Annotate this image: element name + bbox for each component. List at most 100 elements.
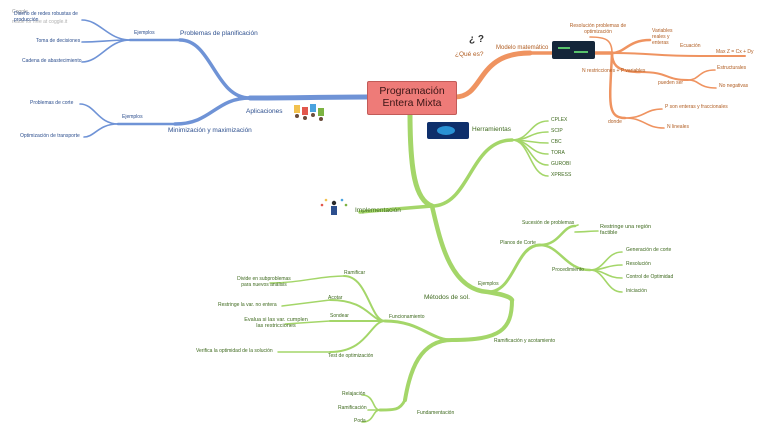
metodos-label[interactable]: Métodos de sol. — [424, 294, 470, 301]
max-label[interactable]: Max Z = Cx + Dy — [716, 49, 754, 55]
branch-problemas-corte — [79, 103, 119, 125]
implementacion-label[interactable]: Implementación — [355, 207, 401, 214]
acotar-desc-label[interactable]: Restringe la var. no entera — [218, 302, 277, 308]
branch-p-enteras — [624, 108, 663, 119]
branch-variables — [610, 38, 652, 55]
variables-label[interactable]: Variables reales y enteras — [652, 28, 680, 46]
branch-gurobi — [511, 139, 549, 166]
donde-label[interactable]: donde — [608, 119, 622, 125]
sondear-desc-label[interactable]: Evalua si las var. cumplen las restricci… — [242, 317, 310, 330]
relajacion-label[interactable]: Relajación — [342, 391, 366, 397]
restringe-text: Restringe una región factible — [600, 224, 652, 237]
branch-cadena — [81, 39, 131, 63]
tool-scip[interactable]: SCIP — [551, 128, 563, 134]
test-optimizacion-label[interactable]: Test de optimización — [328, 353, 374, 359]
modelo-label[interactable]: Modelo matemático — [496, 45, 549, 51]
branch-n-lineales — [624, 117, 665, 129]
cadena-abastecimiento-label[interactable]: Cadena de abastecimiento — [22, 58, 82, 64]
variables-text: Variables reales y enteras — [652, 28, 673, 46]
diseno-redes-label[interactable]: Diseño de redes robustas de producción — [14, 11, 84, 24]
procedimiento-label[interactable]: Procedimiento — [552, 267, 584, 273]
tool-gurobi[interactable]: GUROBI — [551, 161, 571, 167]
n-lineales-label[interactable]: N lineales — [667, 124, 689, 130]
tool-tora[interactable]: TORA — [551, 150, 565, 156]
metodos-ejemplos-label[interactable]: Ejemplos — [478, 281, 499, 287]
fundamentacion-label[interactable]: Fundamentación — [417, 410, 455, 416]
branch-funcionamiento — [383, 319, 454, 342]
branch-transporte — [83, 123, 119, 138]
estructurales-label[interactable]: Estructurales — [717, 65, 747, 71]
branch-ramificar-desc — [269, 275, 345, 284]
iniciacion-label[interactable]: Iniciación — [626, 288, 647, 294]
funcionamiento-label[interactable]: Funcionamiento — [389, 314, 425, 320]
branch-resolucion-paso — [589, 264, 623, 271]
ramificacion-f-label[interactable]: Ramificación — [338, 405, 367, 411]
branch-que-es — [452, 50, 533, 100]
planificacion-ejemplos-label[interactable]: Ejemplos — [134, 30, 155, 36]
tool-cbc[interactable]: CBC — [551, 139, 562, 145]
branch-sucesion — [574, 224, 579, 227]
central-title-line2: Entera Mixta — [382, 97, 442, 109]
que-es-label[interactable]: ¿Qué es? — [455, 51, 484, 58]
branch-planificacion — [178, 38, 252, 100]
formula-image — [552, 41, 595, 59]
n-restricciones-label[interactable]: N restricciones + P variables — [582, 68, 646, 74]
acotar-label[interactable]: Acotar — [328, 295, 343, 301]
branch-estructurales — [687, 69, 716, 81]
diseno-redes-text: Diseño de redes robustas de producción — [14, 11, 78, 23]
branch-implementacion-trunk — [407, 110, 435, 209]
branch-cplex — [511, 120, 549, 141]
branch-aplicaciones — [247, 94, 370, 101]
test-desc-label[interactable]: Verifica la optimidad de la solución — [196, 348, 273, 354]
branch-pueden-ser — [639, 71, 689, 81]
sondear-label[interactable]: Sondear — [330, 313, 349, 319]
generacion-corte-label[interactable]: Generación de corte — [626, 247, 672, 253]
tool-xpress[interactable]: XPRESS — [551, 172, 572, 178]
branch-planos — [538, 224, 577, 247]
minimizacion-ejemplos-label[interactable]: Ejemplos — [122, 114, 143, 120]
central-title-line1: Programación — [379, 85, 445, 98]
no-negativas-label[interactable]: No negativas — [719, 83, 749, 89]
ecuacion-label[interactable]: Ecuación — [680, 43, 701, 49]
resolucion-paso-label[interactable]: Resolución — [626, 261, 651, 267]
aplicaciones-label[interactable]: Aplicaciones — [246, 108, 283, 115]
ramificar-label[interactable]: Ramificar — [344, 270, 366, 276]
p-enteras-label[interactable]: P son enteras y fraccionales — [665, 104, 728, 110]
planificacion-label[interactable]: Problemas de planificación — [180, 30, 258, 37]
tool-cplex[interactable]: CPLEX — [551, 117, 568, 123]
ramificar-desc-label[interactable]: Divide en subproblemas para nuevos análi… — [232, 276, 296, 289]
herramientas-label[interactable]: Herramientas — [472, 126, 512, 133]
branch-ramificar — [343, 275, 386, 322]
optimizacion-transporte-label[interactable]: Optimización de transporte — [20, 133, 80, 139]
poda-label[interactable]: Poda — [354, 418, 366, 424]
central-topic[interactable]: Programación Entera Mixta — [367, 81, 457, 115]
branch-procedimiento — [538, 243, 592, 272]
problemas-corte-label[interactable]: Problemas de corte — [30, 100, 74, 106]
planos-label[interactable]: Planos de Corte — [500, 240, 536, 246]
branch-fundamentacion — [378, 398, 407, 412]
branch-minimizacion — [173, 96, 252, 126]
branch-implementacion — [358, 204, 434, 214]
branch-diseno — [81, 19, 131, 41]
branch-ecuacion — [611, 52, 746, 57]
resolucion-label[interactable]: Resolución problemas de optimización — [566, 23, 630, 36]
tools-image — [427, 122, 469, 139]
minimizacion-label[interactable]: Minimización y maximización — [168, 127, 252, 134]
sucesion-label[interactable]: Sucesión de problemas — [522, 220, 575, 226]
pueden-ser-label[interactable]: pueden ser — [658, 80, 684, 86]
branch-no-negativas — [687, 79, 717, 89]
question-marks: ¿ ? — [469, 34, 484, 45]
toma-decisiones-label[interactable]: Toma de decisiones — [36, 38, 81, 44]
branch-herramientas — [430, 138, 514, 208]
presenter-illustration — [320, 198, 348, 215]
control-optimidad-label[interactable]: Control de Optimidad — [626, 274, 674, 280]
people-illustration — [294, 104, 324, 121]
branch-acotar-desc — [281, 299, 331, 307]
branch-iniciacion — [589, 269, 623, 293]
branch-test — [329, 320, 386, 353]
ramificacion-label[interactable]: Ramificación y acotamiento — [494, 338, 556, 344]
branch-restringe — [574, 230, 599, 233]
resolucion-text: Resolución problemas de optimización — [569, 23, 627, 35]
restringe-label[interactable]: Restringe una región factible — [600, 224, 660, 237]
